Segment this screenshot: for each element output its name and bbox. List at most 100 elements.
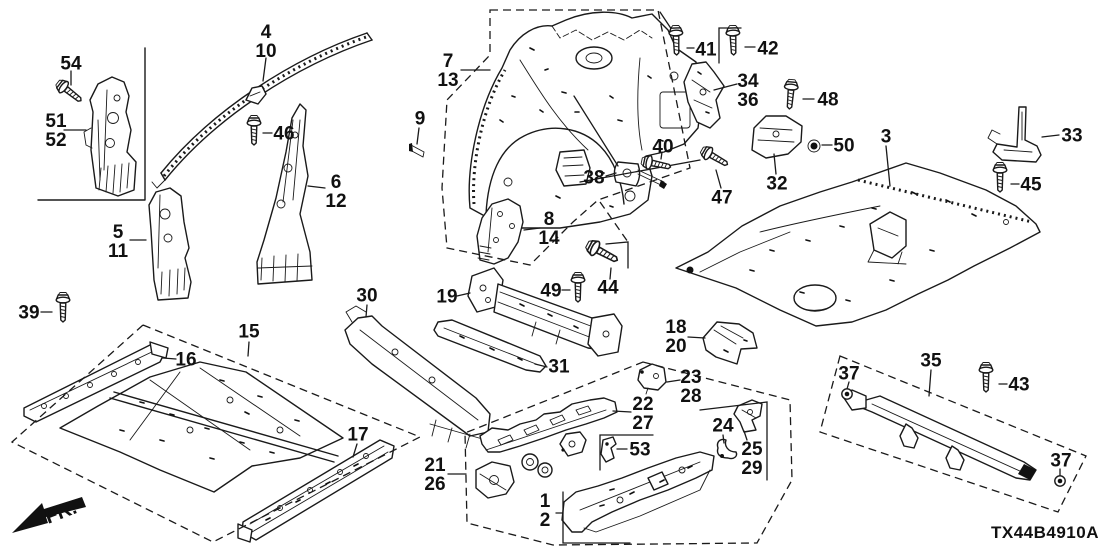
part-callout-42: 42: [757, 39, 778, 60]
part-callout-44: 44: [597, 278, 619, 299]
diagram-code: TX44B4910A: [991, 523, 1099, 542]
clip-parts-drawing: [475, 431, 587, 499]
bracket-frame-1-2: [562, 491, 631, 544]
bracket-frame-44: [605, 241, 629, 269]
pin-9-drawing: [409, 143, 425, 158]
stiffener-group-boundary: [819, 355, 1087, 513]
nut-icon-37-left: [841, 388, 853, 400]
svg-text:20: 20: [665, 336, 686, 357]
pillar-inner-small-drawing: [148, 187, 192, 301]
svg-text:33: 33: [1061, 126, 1082, 147]
svg-text:37: 37: [838, 364, 859, 385]
bracket-32-drawing: [751, 115, 803, 159]
svg-text:21: 21: [424, 455, 446, 476]
bracket-34-36-drawing: [683, 61, 725, 129]
svg-text:53: 53: [629, 440, 650, 461]
part-53-drawing: [600, 436, 617, 463]
svg-text:52: 52: [45, 130, 66, 151]
part-callout-48: 48: [817, 90, 838, 111]
svg-text:11: 11: [108, 241, 129, 262]
bolt-icon-44: [582, 236, 622, 268]
svg-text:35: 35: [920, 351, 942, 372]
front-pillar-rail-drawing: [151, 32, 373, 189]
svg-text:18: 18: [665, 317, 686, 338]
svg-text:22: 22: [632, 394, 653, 415]
part-callout-40: 40: [652, 137, 673, 158]
part-callout-30: 30: [356, 286, 377, 307]
svg-text:19: 19: [436, 287, 457, 308]
part-callout-39: 39: [18, 303, 39, 324]
part-callout-17: 17: [347, 425, 368, 446]
part-callout-15: 15: [238, 322, 260, 343]
fasteners: [52, 24, 1066, 487]
bracket-33-drawing: [987, 106, 1042, 163]
bracket-frames: [562, 27, 768, 544]
svg-text:50: 50: [833, 136, 854, 157]
grommet-icon-50: [807, 139, 821, 153]
crossmember-31-drawing: [433, 319, 547, 373]
svg-text:17: 17: [347, 425, 368, 446]
svg-text:9: 9: [415, 109, 426, 130]
part-callout-43: 43: [1008, 375, 1029, 396]
bolt-icon-39: [55, 291, 71, 323]
cowl-side-panel-drawing: [83, 76, 137, 197]
svg-text:23: 23: [680, 367, 701, 388]
svg-text:36: 36: [737, 90, 758, 111]
svg-text:1: 1: [540, 491, 551, 512]
svg-text:47: 47: [711, 188, 732, 209]
part-callout-38: 38: [583, 168, 604, 189]
part-callout-49: 49: [540, 281, 561, 302]
bolt-icon-45: [992, 161, 1008, 193]
part-callout-16: 16: [175, 350, 196, 371]
rear-floor-panel-drawing: [675, 162, 1041, 327]
part-drawings: [23, 11, 1042, 543]
side-frame-1-2-drawing: [561, 451, 715, 533]
wheelhouse-assembly-drawing: [468, 11, 703, 229]
boundary-extension-44: [599, 201, 629, 243]
leader-lines: [40, 11, 1061, 514]
part-callout-7-13: 713: [437, 51, 458, 91]
part-callout-37-left: 37: [838, 364, 859, 385]
bolt-icon-42: [725, 24, 742, 56]
bolt-icon-46: [246, 114, 262, 146]
part-callout-41: 41: [695, 40, 717, 61]
svg-text:16: 16: [175, 350, 196, 371]
svg-text:46: 46: [273, 124, 294, 145]
front-floor-panel-drawing: [59, 361, 344, 493]
bolt-icon-48: [781, 78, 800, 111]
svg-text:27: 27: [632, 413, 653, 434]
svg-text:38: 38: [583, 168, 604, 189]
svg-text:25: 25: [741, 439, 763, 460]
bolt-icon-49: [570, 271, 586, 303]
svg-text:31: 31: [548, 357, 570, 378]
bolt-icon-43: [978, 361, 994, 393]
part-callout-32: 32: [766, 174, 787, 195]
part-callout-19: 19: [436, 287, 457, 308]
bracket-frame-24-25: [699, 401, 768, 481]
part-callout-37-right: 37: [1050, 451, 1071, 472]
bracket-frame-53: [599, 434, 654, 471]
nut-icon-37-right: [1054, 475, 1066, 487]
part-callout-35: 35: [920, 351, 942, 372]
svg-text:4: 4: [261, 22, 272, 43]
part-callout-46: 46: [273, 124, 294, 145]
sill-16-drawing: [23, 341, 169, 423]
panel-8-14-drawing: [476, 198, 524, 265]
svg-text:41: 41: [695, 40, 717, 61]
svg-text:45: 45: [1020, 175, 1042, 196]
svg-text:7: 7: [443, 51, 454, 72]
svg-text:51: 51: [45, 111, 67, 132]
part-callout-6-12: 612: [325, 172, 346, 212]
svg-text:34: 34: [737, 71, 759, 92]
svg-text:2: 2: [540, 510, 551, 531]
part-callout-5-11: 511: [108, 222, 129, 262]
bracket-23-28-drawing: [637, 363, 667, 395]
